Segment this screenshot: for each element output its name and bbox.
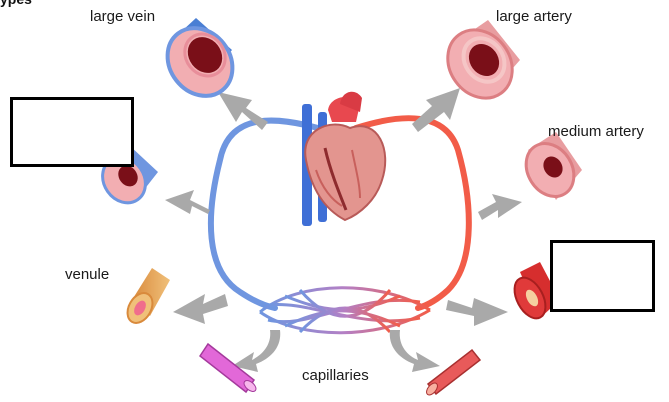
answer-box-vein[interactable]	[10, 97, 134, 167]
label-large-artery: large artery	[496, 8, 572, 25]
large-vein-icon	[165, 18, 235, 98]
label-large-vein: large vein	[90, 8, 156, 25]
arrow-venule-capillary	[232, 330, 281, 372]
arrow-arteriole-capillary	[389, 330, 440, 372]
arrow-arteriole	[446, 298, 508, 326]
artery-loop	[353, 115, 472, 311]
arrow-small-vein	[165, 190, 210, 214]
vein-loop	[207, 117, 321, 311]
large-artery-icon	[446, 20, 520, 100]
medium-artery-icon	[524, 132, 582, 200]
capillary-network	[259, 286, 431, 335]
label-venule: venule	[65, 266, 110, 283]
arrow-large-artery	[412, 88, 460, 132]
arterial-capillary-icon	[426, 348, 482, 396]
label-capillaries: capillaries	[302, 367, 369, 384]
answer-box-arteriole[interactable]	[550, 240, 655, 312]
flow-arrows	[165, 88, 522, 372]
arrow-medium-artery	[478, 194, 522, 220]
label-medium-artery: medium artery	[548, 123, 644, 140]
arrow-large-vein	[218, 92, 268, 130]
venule-icon	[126, 268, 170, 324]
header-fragment: ypes	[0, 0, 32, 7]
heart-icon	[302, 91, 387, 226]
arrow-venule	[173, 294, 228, 324]
venous-capillary-icon	[198, 342, 257, 394]
